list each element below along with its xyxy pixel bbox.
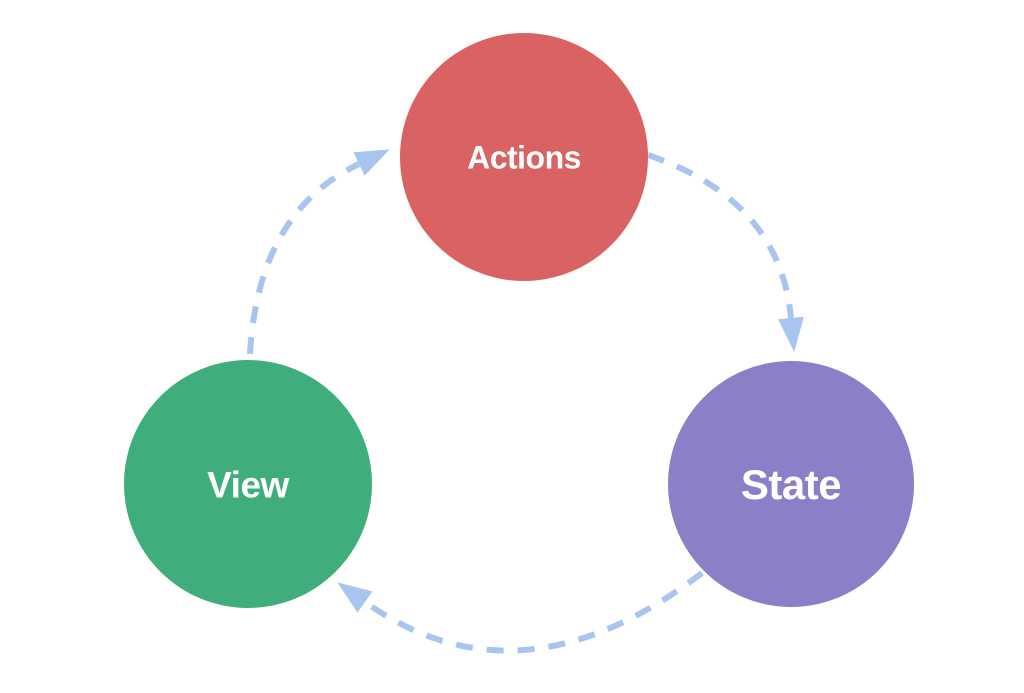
node-actions-label: Actions [467, 140, 581, 176]
edge-view-to-actions [247, 149, 390, 355]
node-view-label: View [207, 464, 289, 505]
node-state: State [668, 361, 914, 607]
node-actions: Actions [400, 33, 648, 281]
node-actions-circle [400, 33, 648, 281]
edge-actions-to-state [647, 152, 804, 352]
node-view-circle [124, 360, 372, 608]
edge-state-to-view [337, 570, 704, 654]
node-view: View [124, 360, 372, 608]
node-state-label: State [741, 461, 841, 508]
edges-layer [247, 149, 804, 654]
node-state-circle [668, 361, 914, 607]
